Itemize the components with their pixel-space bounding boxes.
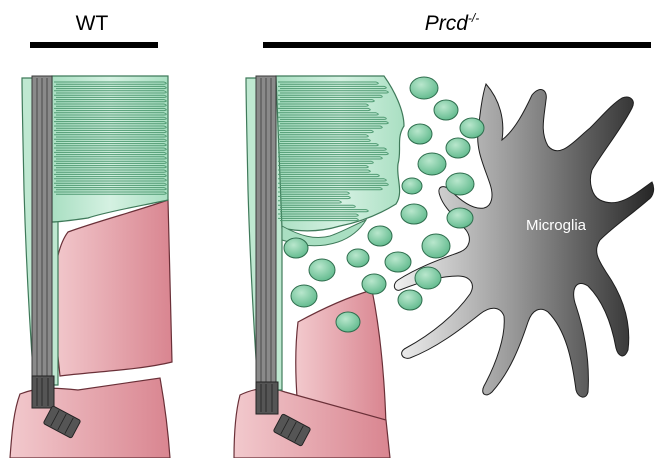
extracellular-vesicle-icon — [385, 252, 411, 272]
wt-basal-body — [32, 376, 54, 408]
mutant-underline — [263, 42, 651, 48]
microglia-label: Microglia — [526, 217, 587, 234]
extracellular-vesicle-icon — [410, 77, 438, 99]
extracellular-vesicle-icon — [446, 138, 470, 158]
extracellular-vesicle-icon — [460, 118, 484, 138]
extracellular-vesicle-icon — [368, 226, 392, 246]
extracellular-vesicle-icon — [418, 153, 446, 175]
wild-type-photoreceptor-diagram — [10, 76, 172, 458]
extracellular-vesicle-icon — [401, 204, 427, 224]
wt-rpe-cell — [52, 200, 172, 376]
extracellular-vesicle-icon — [291, 285, 317, 307]
extracellular-vesicle-icon — [447, 208, 473, 228]
extracellular-vesicle-icon — [415, 267, 441, 289]
extracellular-vesicle-icon — [398, 290, 422, 310]
extracellular-vesicle-icon — [402, 178, 422, 194]
extracellular-vesicle-icon — [446, 173, 474, 195]
extracellular-vesicle-icon — [362, 274, 386, 294]
mutant-basal-body — [256, 382, 278, 414]
wt-label: WT — [76, 12, 109, 35]
wt-underline — [30, 42, 158, 48]
mutant-label: Prcd-/- — [425, 11, 480, 35]
extracellular-vesicle-icon — [408, 124, 432, 144]
extracellular-vesicle-icon — [309, 259, 335, 281]
extracellular-vesicle-icon — [347, 249, 369, 267]
extracellular-vesicle-icon — [284, 238, 308, 258]
extracellular-vesicle-icon — [434, 100, 458, 120]
extracellular-vesicle-icon — [336, 312, 360, 332]
extracellular-vesicle-icon — [422, 234, 450, 258]
